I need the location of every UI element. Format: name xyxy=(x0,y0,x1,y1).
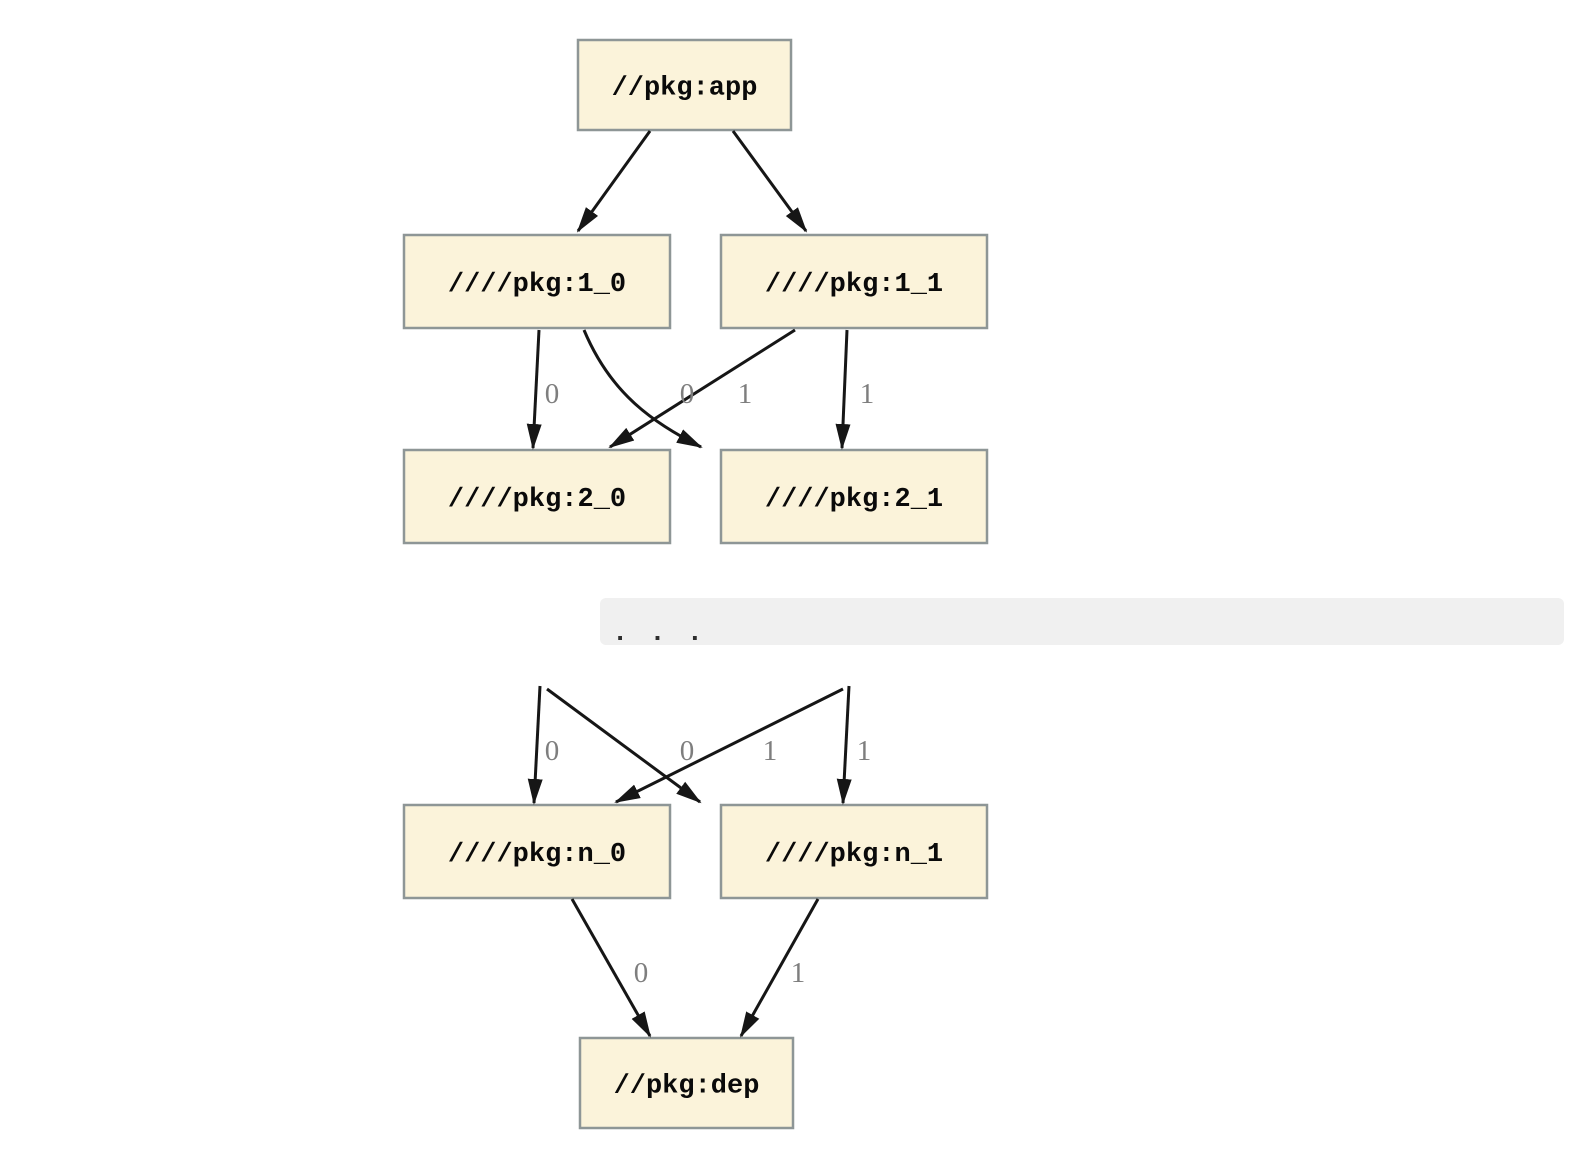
graph-node-p2_0: ////pkg:2_0 xyxy=(402,448,672,545)
edge-label: 1 xyxy=(791,957,806,989)
graph-edge-7: 1 xyxy=(546,687,778,804)
node-label-pn_0: ////pkg:n_0 xyxy=(448,840,626,870)
ellipsis-band-layer: . . . xyxy=(600,598,1564,649)
edge-label: 1 xyxy=(763,735,778,767)
graph-edge-9: 1 xyxy=(836,685,872,805)
edge-label: 0 xyxy=(545,735,560,767)
graph-node-pn_1: ////pkg:n_1 xyxy=(719,803,989,900)
graph-node-p1_0: ////pkg:1_0 xyxy=(402,233,672,330)
graph-node-p2_1: ////pkg:2_1 xyxy=(719,448,989,545)
node-label-p1_0: ////pkg:1_0 xyxy=(448,270,626,300)
ellipsis-band xyxy=(600,598,1564,645)
edge-label: 1 xyxy=(860,378,875,410)
node-box-p2_1 xyxy=(719,448,989,545)
edges-layer: 0 1 0 1 0 1 0 1 0 1 xyxy=(526,130,875,1038)
edge-line xyxy=(570,898,652,1038)
node-label-pn_1: ////pkg:n_1 xyxy=(765,840,943,870)
edge-label: 0 xyxy=(545,378,560,410)
graph-edge-11: 1 xyxy=(739,898,820,1038)
graph-edge-4: 0 xyxy=(608,328,796,449)
edge-line xyxy=(739,898,820,1038)
edge-line xyxy=(526,329,542,450)
graph-node-p1_1: ////pkg:1_1 xyxy=(719,233,989,330)
edge-label: 1 xyxy=(738,378,753,410)
graph-edge-1 xyxy=(731,130,808,233)
edge-label: 0 xyxy=(680,735,695,767)
nodes-layer: //pkg:app ////pkg:1_0 ////pkg:1_1 ////pkg:2… xyxy=(402,38,989,1130)
node-box-p1_1 xyxy=(719,233,989,330)
ellipsis-dots: . . . xyxy=(612,619,706,649)
edge-label: 0 xyxy=(634,957,649,989)
node-box-app xyxy=(576,38,793,132)
graph-edge-10: 0 xyxy=(570,898,652,1038)
graph-edge-6: 0 xyxy=(527,685,560,805)
node-label-dep: //pkg:dep xyxy=(614,1072,760,1102)
node-box-p1_0 xyxy=(402,233,672,330)
edge-line xyxy=(576,130,652,233)
edge-line xyxy=(608,328,796,449)
graph-edge-8: 0 xyxy=(614,687,844,804)
graph-node-dep: //pkg:dep xyxy=(578,1036,795,1130)
edge-line xyxy=(614,687,844,804)
edge-line xyxy=(836,685,852,805)
edge-line xyxy=(731,130,808,233)
graph-edge-3: 1 xyxy=(582,329,753,449)
graph-node-pn_0: ////pkg:n_0 xyxy=(402,803,672,900)
edge-label: 0 xyxy=(680,378,695,410)
edge-label: 1 xyxy=(857,735,872,767)
node-box-pn_0 xyxy=(402,803,672,900)
edge-line xyxy=(546,687,702,804)
edge-line xyxy=(835,329,851,450)
graph-edge-5: 1 xyxy=(835,329,875,450)
graph-edge-0 xyxy=(576,130,652,233)
node-label-p2_0: ////pkg:2_0 xyxy=(448,485,626,515)
edge-line xyxy=(582,329,703,449)
node-label-p2_1: ////pkg:2_1 xyxy=(765,485,943,515)
edge-line xyxy=(527,685,543,805)
node-box-dep xyxy=(578,1036,795,1130)
graph-node-app: //pkg:app xyxy=(576,38,793,132)
graph-edge-2: 0 xyxy=(526,329,560,450)
node-box-pn_1 xyxy=(719,803,989,900)
node-label-app: //pkg:app xyxy=(612,74,758,104)
node-label-p1_1: ////pkg:1_1 xyxy=(765,270,943,300)
node-box-p2_0 xyxy=(402,448,672,545)
